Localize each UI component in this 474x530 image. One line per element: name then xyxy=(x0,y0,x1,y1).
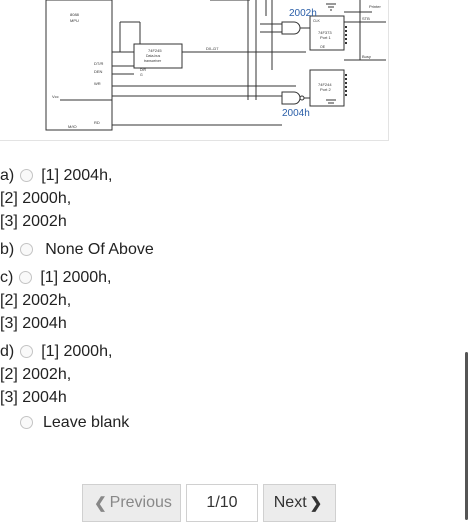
chevron-left-icon: ❮ xyxy=(94,495,107,512)
previous-button[interactable]: ❮ Previous xyxy=(82,484,181,522)
option-d-line-1: [1] 2000h, xyxy=(41,343,113,360)
signal-printer: Printer xyxy=(369,4,381,9)
transceiver-label-1: 74F245 xyxy=(148,48,162,53)
address-label-bottom: 2004h xyxy=(282,108,310,119)
transceiver-label-3: transceiver xyxy=(144,59,162,63)
signal-oe: OE xyxy=(320,45,326,49)
option-b-letter: b) xyxy=(0,241,15,258)
next-button[interactable]: Next ❯ xyxy=(263,484,336,522)
signal-clk: CLK xyxy=(313,19,320,23)
option-leave-blank[interactable]: Leave blank xyxy=(20,411,129,434)
signal-dbus: D0–D7 xyxy=(206,46,219,51)
option-a[interactable]: a) [1] 2004h, [2] 2000h, [3] 2002h xyxy=(0,164,440,233)
signal-den: DEN xyxy=(94,69,103,74)
circuit-diagram: 2002h 2004h 8088 MPU 74F245 Data-bus tra… xyxy=(45,0,386,131)
circuit-figure: 2002h 2004h 8088 MPU 74F245 Data-bus tra… xyxy=(0,0,389,141)
signal-dir: DIR xyxy=(140,68,147,72)
previous-label: Previous xyxy=(109,494,172,511)
radio-circle-icon[interactable] xyxy=(19,271,33,284)
latch-top-chip xyxy=(309,15,345,51)
latch-bottom-chip xyxy=(309,69,345,107)
latch-bottom-label-1: 74F244 xyxy=(318,82,332,87)
option-b-line-1: None Of Above xyxy=(45,241,154,258)
radio-circle-icon[interactable] xyxy=(20,243,34,256)
transceiver-label-2: Data-bus xyxy=(146,54,160,58)
signal-rd: RD xyxy=(94,120,100,125)
option-c[interactable]: c) [1] 2000h, [2] 2002h, [3] 2004h xyxy=(0,266,440,335)
page-indicator: 1/10 xyxy=(186,484,258,522)
option-d-line-2: [2] 2002h, xyxy=(0,366,72,383)
option-a-line-1: [1] 2004h, xyxy=(41,167,113,184)
signal-wr: WR xyxy=(94,81,101,86)
radio-circle-icon[interactable] xyxy=(20,345,34,358)
next-label: Next xyxy=(273,494,307,511)
option-c-letter: c) xyxy=(0,269,14,286)
option-a-line-2: [2] 2000h, xyxy=(0,190,72,207)
page-indicator-text: 1/10 xyxy=(206,494,238,511)
address-label-top: 2002h xyxy=(289,8,317,19)
latch-top-label-1: 74F373 xyxy=(318,30,332,35)
latch-top-label-2: Port 1 xyxy=(320,35,331,40)
radio-circle-icon[interactable] xyxy=(20,169,34,182)
signal-mio: M/IO xyxy=(68,124,77,129)
signal-stb: STB xyxy=(362,16,370,21)
leave-blank-label: Leave blank xyxy=(43,413,130,431)
option-a-line-3: [3] 2002h xyxy=(0,213,67,230)
signal-g: G xyxy=(140,73,143,77)
option-a-letter: a) xyxy=(0,167,15,184)
answer-options: a) [1] 2004h, [2] 2000h, [3] 2002h b) No… xyxy=(0,164,440,409)
option-c-line-1: [1] 2000h, xyxy=(40,269,112,286)
option-c-line-3: [3] 2004h xyxy=(0,315,67,332)
latch-bottom-label-2: Port 2 xyxy=(320,87,331,92)
scrollbar[interactable] xyxy=(465,352,468,520)
signal-dtr: DT/R xyxy=(94,61,103,66)
option-d-line-3: [3] 2004h xyxy=(0,389,67,406)
radio-circle-icon[interactable] xyxy=(20,416,33,429)
option-d-letter: d) xyxy=(0,343,15,360)
cpu-label-2: MPU xyxy=(70,18,79,23)
option-c-line-2: [2] 2002h, xyxy=(0,292,72,309)
signal-busy: Busy xyxy=(362,54,371,59)
transceiver-chip xyxy=(133,43,183,69)
option-d[interactable]: d) [1] 2000h, [2] 2002h, [3] 2004h xyxy=(0,340,440,409)
chevron-right-icon: ❯ xyxy=(309,495,323,512)
signal-vcc: Vcc xyxy=(52,94,59,99)
cpu-label-1: 8088 xyxy=(70,12,80,17)
cpu-chip xyxy=(45,0,113,131)
option-b[interactable]: b) None Of Above xyxy=(0,238,440,261)
